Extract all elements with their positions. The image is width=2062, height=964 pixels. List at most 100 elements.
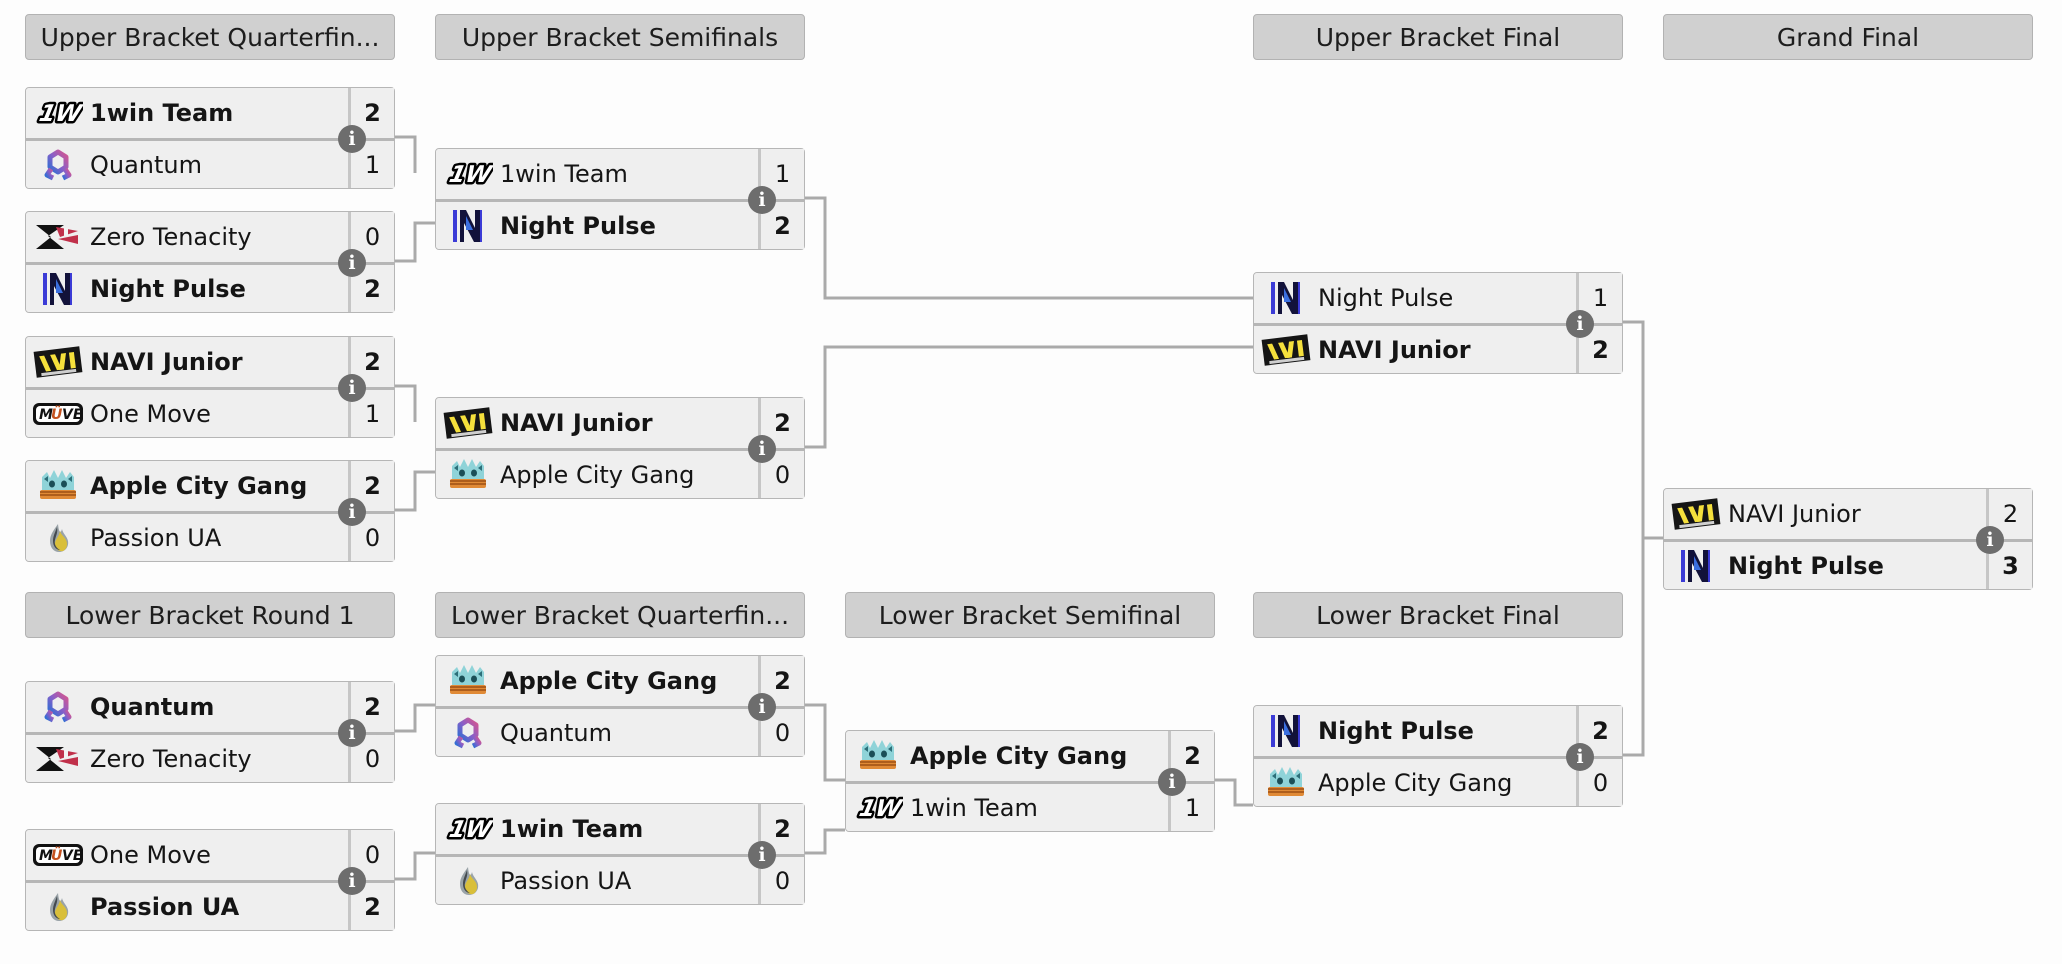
svg-text:1W: 1W <box>447 816 493 843</box>
match-info-icon[interactable]: i <box>338 867 366 895</box>
passion-logo-icon <box>442 862 494 900</box>
team-name: Night Pulse <box>1728 551 1884 580</box>
svg-text:1W: 1W <box>447 816 493 843</box>
team-name: Apple City Gang <box>500 667 718 695</box>
svg-text:VE: VE <box>62 848 83 864</box>
svg-text:Ü: Ü <box>51 405 63 423</box>
match-info-icon[interactable]: i <box>1976 526 2004 554</box>
round-header-lb-final: Lower Bracket Final <box>1253 592 1623 638</box>
svg-text:1W: 1W <box>447 161 493 188</box>
connector-line <box>805 703 845 782</box>
svg-text:1W: 1W <box>857 795 903 822</box>
onewin-logo-icon: 1W 1W <box>32 94 84 132</box>
svg-text:M: M <box>39 848 53 864</box>
team-name: One Move <box>90 841 211 869</box>
nightpulse-logo-icon <box>1260 712 1312 750</box>
round-header-grand-final: Grand Final <box>1663 14 2033 60</box>
team-name: 1win Team <box>910 793 1038 822</box>
match-info-icon[interactable]: i <box>338 249 366 277</box>
quantum-logo-icon <box>442 714 494 752</box>
team-name: Night Pulse <box>500 211 656 240</box>
match-info-icon[interactable]: i <box>338 498 366 526</box>
team-name: Zero Tenacity <box>90 744 252 773</box>
team-name: NAVI Junior <box>1318 335 1471 364</box>
connector-line <box>805 345 1253 449</box>
match-info-icon[interactable]: i <box>748 435 776 463</box>
svg-text:1W: 1W <box>447 161 493 188</box>
match-info-icon[interactable]: i <box>338 125 366 153</box>
team-score: 2 <box>348 682 394 732</box>
match-info-icon[interactable]: i <box>748 186 776 214</box>
svg-text:1W: 1W <box>37 100 83 127</box>
svg-text:1W: 1W <box>37 100 83 127</box>
team-name: 1win Team <box>500 815 644 843</box>
team-name: Apple City Gang <box>910 742 1128 770</box>
nightpulse-logo-icon <box>1260 279 1312 317</box>
connector-line <box>1623 587 1645 757</box>
team-name: Apple City Gang <box>1318 768 1513 797</box>
team-score: 2 <box>758 656 804 706</box>
connector-line <box>805 196 1253 300</box>
round-header-lb-semifinal: Lower Bracket Semifinal <box>845 592 1215 638</box>
zerotenacity-logo-icon <box>32 218 84 256</box>
match-info-icon[interactable]: i <box>1566 310 1594 338</box>
match-info-icon[interactable]: i <box>1158 768 1186 796</box>
nightpulse-logo-icon <box>442 207 494 245</box>
team-name: NAVI Junior <box>500 409 653 437</box>
navi-logo-icon <box>32 343 84 381</box>
onewin-logo-icon: 1W 1W <box>442 155 494 193</box>
match-row[interactable]: Apple City Gang 2 <box>436 656 804 706</box>
applecity-logo-icon <box>852 737 904 775</box>
match-info-icon[interactable]: i <box>338 374 366 402</box>
onemove-logo-icon: M Ü VE <box>32 836 84 874</box>
match-info-icon[interactable]: i <box>338 719 366 747</box>
round-header-ub-quarterfinals: Upper Bracket Quarterfin... <box>25 14 395 60</box>
passion-logo-icon <box>32 888 84 926</box>
quantum-logo-icon <box>32 146 84 184</box>
match-info-icon[interactable]: i <box>748 693 776 721</box>
team-name: Night Pulse <box>90 274 246 303</box>
connector-line <box>395 135 417 173</box>
match-info-icon[interactable]: i <box>748 841 776 869</box>
team-name: NAVI Junior <box>1728 500 1861 528</box>
match-info-icon[interactable]: i <box>1566 743 1594 771</box>
